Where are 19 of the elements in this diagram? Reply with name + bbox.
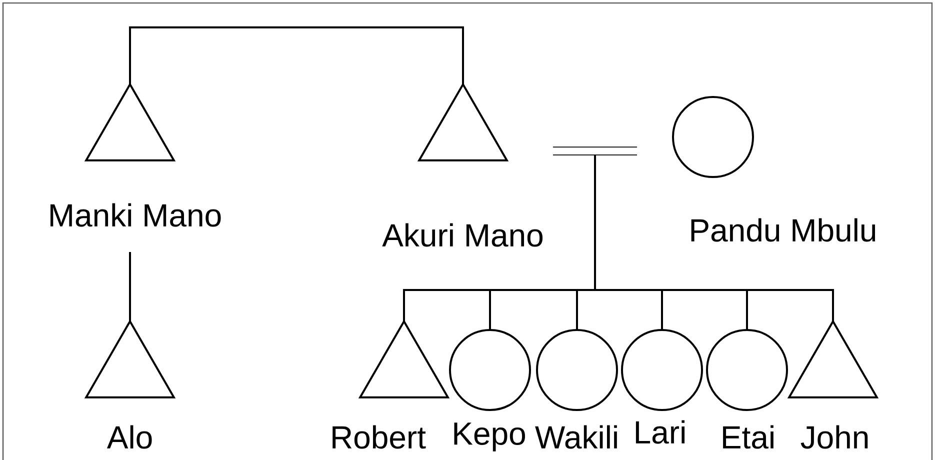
name-label: John <box>800 425 868 449</box>
name-label: Pandu Mbulu <box>691 218 876 242</box>
name-label: Kepo <box>454 422 526 452</box>
circle-symbol <box>621 329 703 411</box>
descent-line <box>129 252 131 322</box>
name-label: Wakili <box>535 425 617 449</box>
marriage-line <box>553 146 637 156</box>
sibling-line <box>129 26 464 84</box>
circle-symbol <box>449 329 531 411</box>
descent-line <box>594 155 834 322</box>
circle-symbol <box>536 329 618 411</box>
name-label: Etai <box>723 425 774 449</box>
circle-symbol <box>672 96 754 178</box>
circle-symbol <box>706 329 788 411</box>
name-label: Robert <box>332 425 426 449</box>
name-label: Lari <box>636 420 685 444</box>
name-label: Manki Mano <box>50 203 221 227</box>
name-label: Alo <box>106 425 152 449</box>
name-label: Akuri Mano <box>382 223 543 247</box>
